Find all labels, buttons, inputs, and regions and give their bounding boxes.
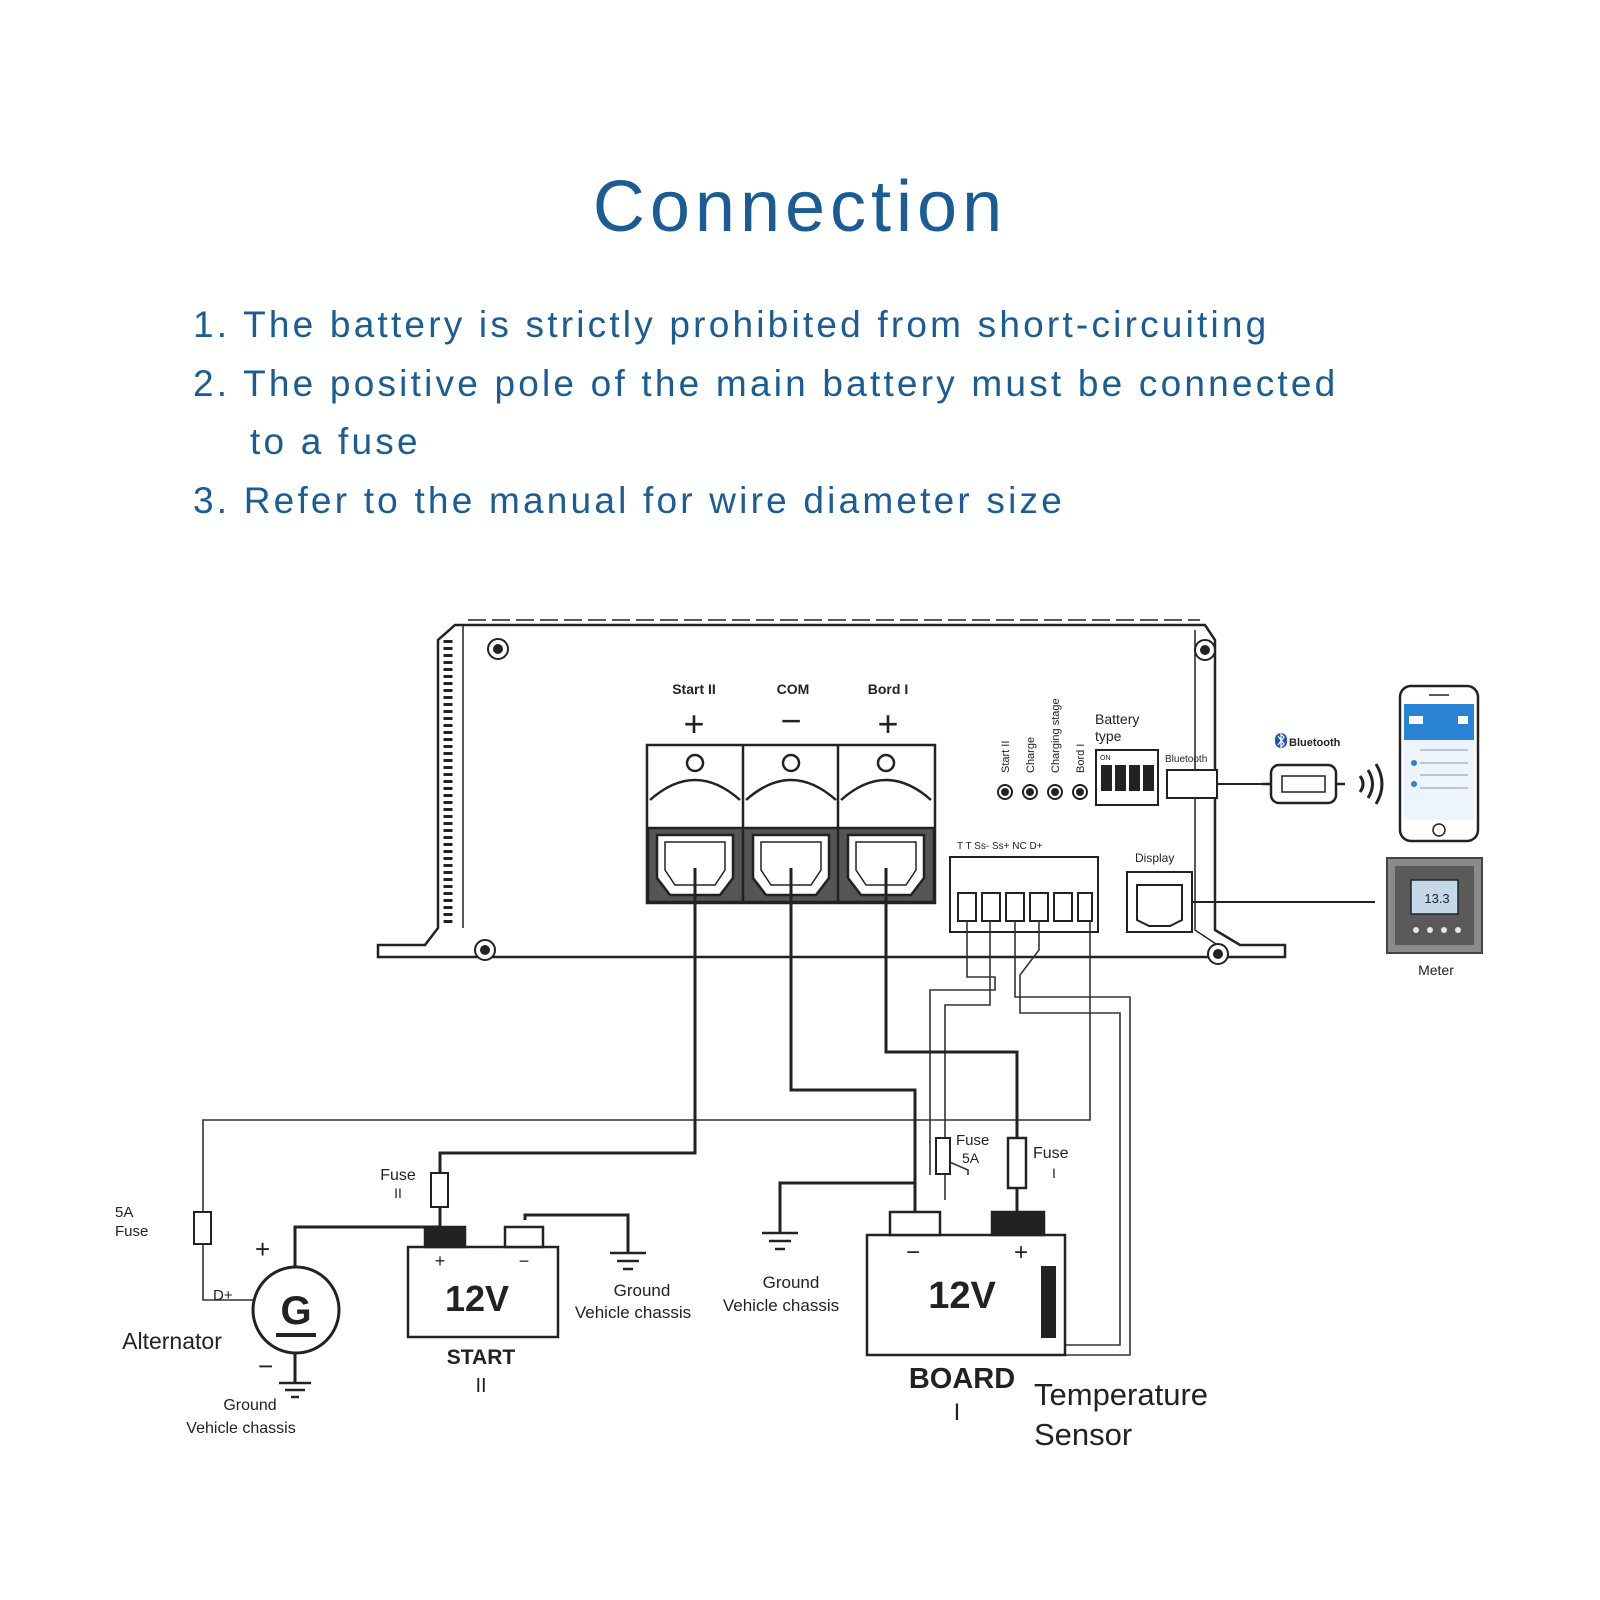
temperature-sensor-label-1: Temperature <box>1034 1377 1208 1412</box>
smartphone <box>1398 684 1480 843</box>
bluetooth-port[interactable] <box>1166 769 1218 799</box>
fuse-board-roman: I <box>1052 1165 1056 1181</box>
terminal-label-bord: Bord I <box>868 681 908 697</box>
dip-on-label: ON <box>1100 755 1111 762</box>
fuse-board-label: Fuse <box>1033 1145 1069 1162</box>
display-port-label: Display <box>1135 851 1174 865</box>
note-2: 2. The positive pole of the main battery… <box>193 363 1338 405</box>
display-port[interactable] <box>1126 871 1193 933</box>
terminal-label-com: COM <box>777 681 810 697</box>
alternator-g: G <box>280 1289 311 1333</box>
meter-device <box>1386 857 1483 954</box>
bluetooth-icon <box>1275 732 1287 749</box>
fuse-alternator <box>193 1211 212 1245</box>
ground-icon <box>279 1231 798 1399</box>
fuse-start <box>430 1172 449 1208</box>
note-2-number: 2. <box>193 363 231 404</box>
alternator-label: Alternator <box>122 1328 222 1354</box>
temperature-sensor-probe <box>1041 1266 1056 1338</box>
note-3-text: Refer to the manual for wire diameter si… <box>243 480 1065 521</box>
start-battery-name: START <box>447 1346 516 1369</box>
ground-start-chassis: Vehicle chassis <box>575 1303 691 1322</box>
fuse-5a-rating: 5A <box>962 1150 980 1166</box>
note-3: 3. Refer to the manual for wire diameter… <box>193 480 1065 522</box>
bluetooth-module <box>1262 763 1345 805</box>
board-battery-roman: I <box>954 1399 961 1426</box>
ground-com-chassis: Vehicle chassis <box>723 1296 839 1315</box>
ground-start-label: Ground <box>614 1281 671 1300</box>
page-title: Connection <box>592 167 1008 247</box>
bluetooth-port-label: Bluetooth <box>1165 754 1207 765</box>
alternator-d-plus: D+ <box>213 1287 233 1304</box>
note-1-text: The battery is strictly prohibited from … <box>243 304 1270 345</box>
start-battery <box>406 1225 560 1339</box>
ground-alt-label: Ground <box>223 1397 276 1414</box>
led-label-bord: Bord I <box>1075 744 1087 773</box>
fuse-start-roman: II <box>394 1185 402 1201</box>
terminal-polarity-start: + <box>683 703 704 744</box>
battery-type-label-2: type <box>1095 728 1122 744</box>
start-battery-voltage: 12V <box>445 1278 509 1319</box>
status-led <box>997 784 1088 800</box>
fuse-5a-board <box>935 1137 951 1175</box>
housing-screw <box>474 638 1229 965</box>
ground-com-label: Ground <box>763 1273 820 1292</box>
led-label-charge: Charge <box>1025 737 1037 773</box>
board-battery <box>865 1210 1067 1357</box>
board-battery-plus: + <box>1014 1239 1028 1266</box>
board-battery-voltage: 12V <box>928 1275 996 1317</box>
fuse-alt-rating: 5A <box>115 1204 133 1221</box>
note-1: 1. The battery is strictly prohibited fr… <box>193 304 1269 346</box>
terminal-polarity-bord: + <box>877 703 898 744</box>
alternator-minus: − <box>258 1351 273 1381</box>
signal-connector <box>949 856 1099 933</box>
ground-alt-chassis: Vehicle chassis <box>186 1420 295 1437</box>
fuse-board <box>1006 1136 1028 1190</box>
terminal-label-start: Start II <box>672 681 716 697</box>
wireless-signal-icon <box>1358 763 1384 805</box>
fuse-alt-label: Fuse <box>115 1223 148 1240</box>
meter-reading: 13.3 <box>1424 891 1449 906</box>
note-2-text: The positive pole of the main battery mu… <box>243 363 1339 404</box>
battery-type-label-1: Battery <box>1095 711 1139 727</box>
fuse-start-label: Fuse <box>380 1167 416 1184</box>
note-2-continuation: to a fuse <box>250 421 421 462</box>
note-3-number: 3. <box>193 480 231 521</box>
bluetooth-brand-label: Bluetooth <box>1289 737 1341 749</box>
meter-label: Meter <box>1418 962 1454 978</box>
led-label-start: Start II <box>1000 741 1012 773</box>
board-battery-name: BOARD <box>909 1363 1015 1395</box>
terminal-polarity-com: − <box>780 700 801 741</box>
temperature-sensor-label-2: Sensor <box>1034 1417 1132 1452</box>
battery-type-dip-switch[interactable] <box>1095 749 1159 806</box>
start-battery-roman: II <box>475 1375 486 1397</box>
alternator-symbol <box>251 1265 341 1355</box>
signal-wires <box>202 921 1131 1356</box>
led-label-charging-stage: Charging stage <box>1050 698 1062 773</box>
note-1-number: 1. <box>193 304 231 345</box>
start-battery-minus: − <box>519 1251 530 1271</box>
start-battery-plus: + <box>435 1251 446 1271</box>
connector-pin-labels: T T Ss- Ss+ NC D+ <box>957 841 1043 852</box>
board-battery-minus: − <box>906 1239 920 1266</box>
fuse-5a-label: Fuse <box>956 1132 989 1149</box>
charger-housing <box>376 619 1287 959</box>
alternator-plus: + <box>255 1234 270 1264</box>
